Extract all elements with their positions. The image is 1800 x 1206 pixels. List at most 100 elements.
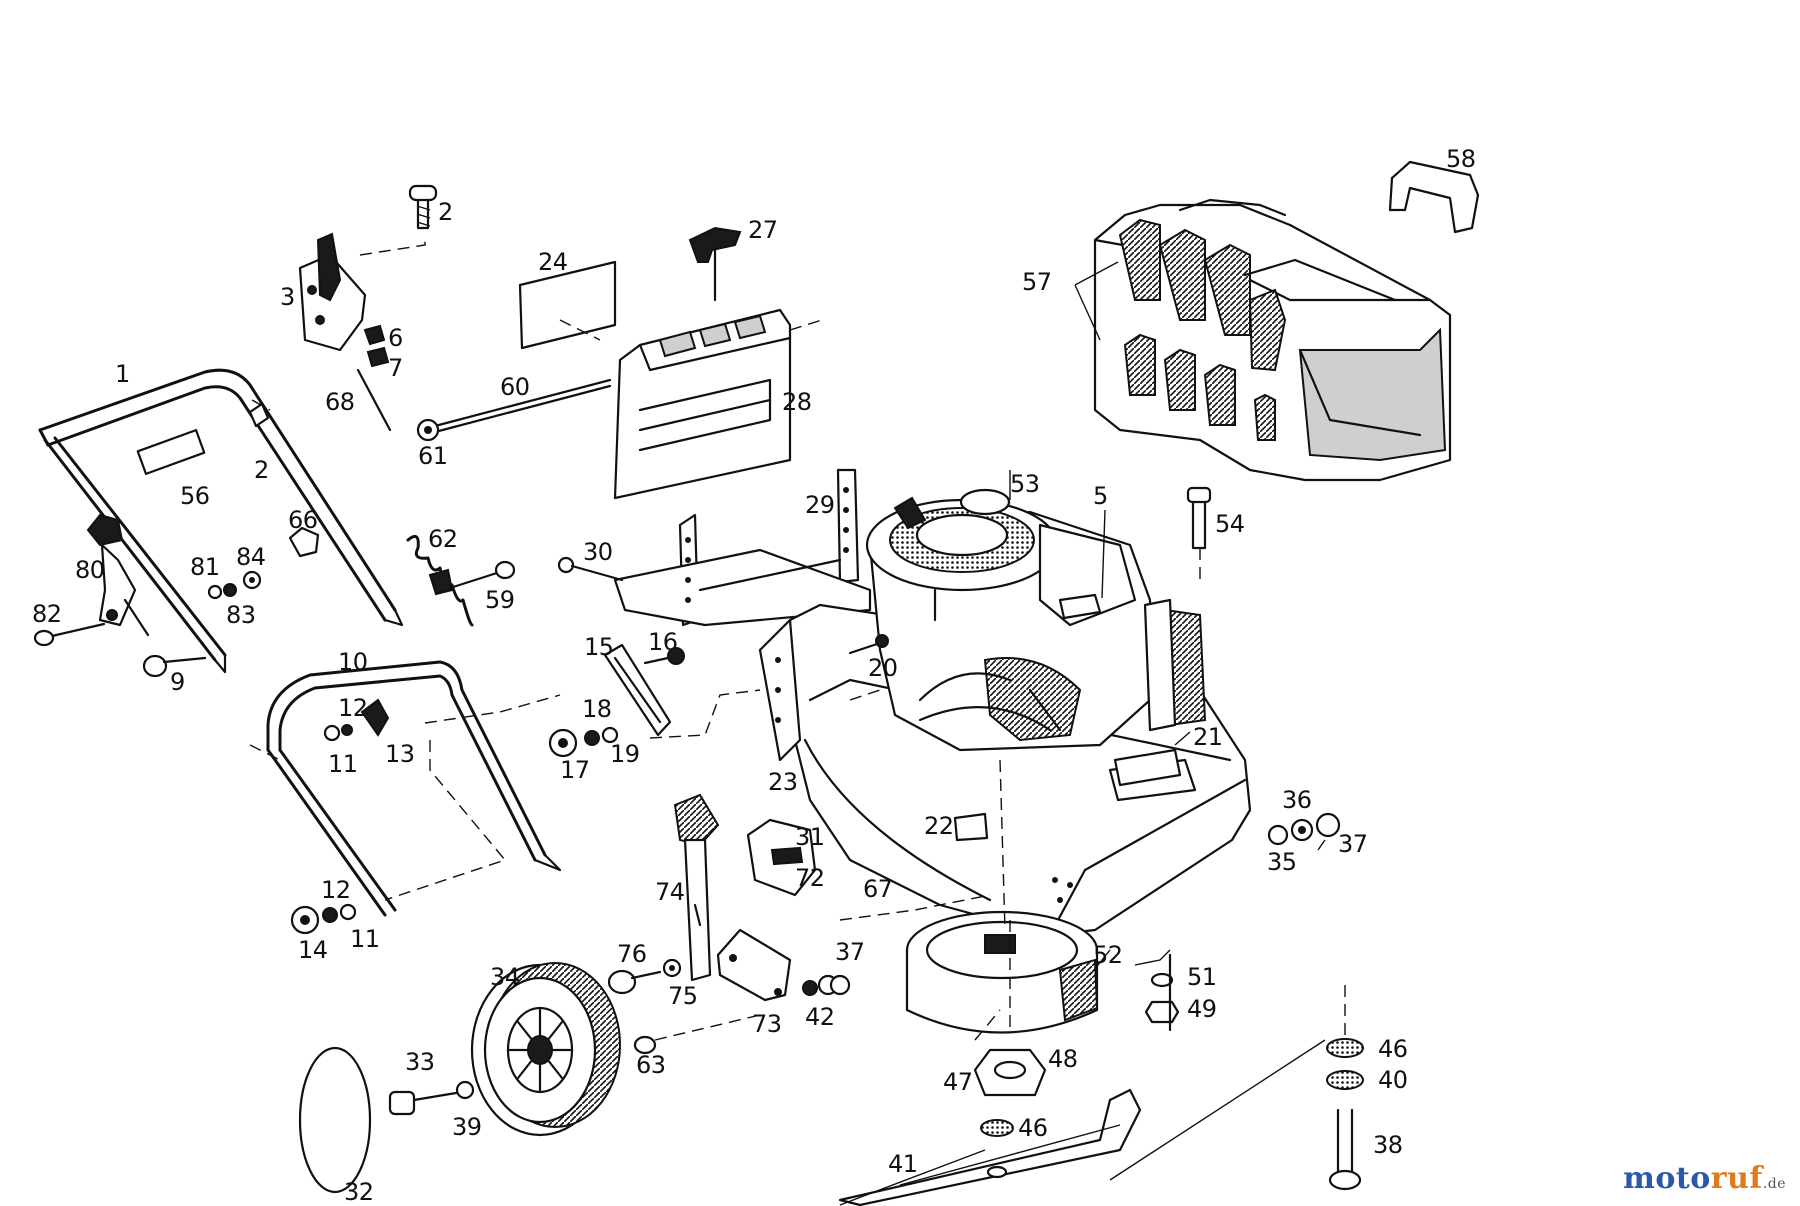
- callout-68: 68: [325, 388, 355, 416]
- callout-21: 21: [1193, 723, 1223, 751]
- callout-9: 9: [170, 668, 185, 696]
- callout-19: 19: [610, 740, 640, 768]
- callout-56: 56: [180, 482, 210, 510]
- callout-72: 72: [795, 864, 825, 892]
- wheel-34: [470, 962, 621, 1137]
- callout-12: 12: [338, 694, 368, 722]
- nut-14-washers-11-12-lower: [290, 903, 357, 935]
- leader-lines: [649, 261, 1326, 1206]
- callout-36: 36: [1282, 786, 1312, 814]
- callout-37: 37: [1338, 830, 1368, 858]
- callout-67: 67: [863, 875, 893, 903]
- screw-20: [848, 634, 889, 655]
- clip-13: [360, 698, 390, 737]
- callout-75: 75: [668, 982, 698, 1010]
- callout-83: 83: [226, 601, 256, 629]
- callout-33: 33: [405, 1048, 435, 1076]
- callout-46: 46: [1018, 1114, 1048, 1142]
- blade-hub-47: [973, 1048, 1047, 1097]
- callout-38: 38: [1373, 1131, 1403, 1159]
- callout-11: 11: [350, 925, 380, 953]
- callout-41: 41: [888, 1150, 918, 1178]
- washers-42-nut-37: [802, 974, 851, 996]
- axle-bracket-15: [603, 643, 672, 737]
- blade-washers-46-40: [1326, 1038, 1364, 1090]
- callout-84: 84: [236, 543, 266, 571]
- blade-bolt-38: [1328, 985, 1362, 1191]
- sector-plate-72: [746, 818, 817, 897]
- callout-28: 28: [782, 388, 812, 416]
- callout-34: 34: [490, 963, 520, 991]
- callout-18: 18: [582, 695, 612, 723]
- callout-39: 39: [452, 1113, 482, 1141]
- axle-plate-73: [716, 928, 792, 1002]
- callout-20: 20: [868, 654, 898, 682]
- callout-30: 30: [583, 538, 613, 566]
- grass-catcher-57: [1093, 198, 1452, 482]
- callout-16: 16: [648, 628, 678, 656]
- callout-35: 35: [1267, 848, 1297, 876]
- callout-17: 17: [560, 756, 590, 784]
- upper-handle-1: [38, 368, 404, 674]
- callout-23: 23: [768, 768, 798, 796]
- callout-27: 27: [748, 216, 778, 244]
- callout-14: 14: [298, 936, 328, 964]
- height-lever-74: [673, 793, 720, 982]
- callout-63: 63: [636, 1051, 666, 1079]
- nut-61: [416, 418, 440, 442]
- hubcap-32: [298, 1046, 372, 1194]
- callout-3: 3: [280, 283, 295, 311]
- catcher-handle-58: [1388, 160, 1480, 234]
- callout-13: 13: [385, 740, 415, 768]
- nut-17-washers-18-19: [548, 726, 619, 758]
- nut-49-washer-51: [1144, 953, 1180, 1032]
- callout-60: 60: [500, 373, 530, 401]
- callout-42: 42: [805, 1003, 835, 1031]
- spring-62: [406, 534, 474, 627]
- callout-58: 58: [1446, 145, 1476, 173]
- clip-66: [288, 526, 320, 558]
- callout-29: 29: [805, 491, 835, 519]
- callout-31: 31: [795, 823, 825, 851]
- callout-62: 62: [428, 525, 458, 553]
- label-24: [518, 260, 617, 350]
- screw-16: [643, 647, 685, 665]
- callout-49: 49: [1187, 995, 1217, 1023]
- callout-46: 46: [1378, 1035, 1408, 1063]
- callout-47: 47: [943, 1068, 973, 1096]
- screw-30: [557, 556, 624, 582]
- callout-6: 6: [388, 324, 403, 352]
- callout-11: 11: [328, 750, 358, 778]
- small-bolt-2: [248, 402, 270, 428]
- screw-2-top: [408, 184, 438, 230]
- height-bracket-29: [613, 468, 872, 627]
- callout-15: 15: [584, 633, 614, 661]
- handle-bracket-3: [298, 232, 426, 432]
- watermark-part2: ruf: [1710, 1161, 1763, 1196]
- callout-1: 1: [115, 360, 130, 388]
- switch-lever-80: [86, 513, 150, 637]
- washers-11-12-upper: [323, 724, 353, 742]
- callout-10: 10: [338, 648, 368, 676]
- callout-2: 2: [438, 198, 453, 226]
- screw-76-washer-75: [607, 958, 682, 995]
- callout-12: 12: [321, 876, 351, 904]
- callout-80: 80: [75, 556, 105, 584]
- callout-37: 37: [835, 938, 865, 966]
- callout-57: 57: [1022, 268, 1052, 296]
- callout-2: 2: [254, 456, 269, 484]
- bolt-54: [1186, 486, 1212, 580]
- watermark-part1: moto: [1623, 1161, 1711, 1196]
- lower-handle-10: [249, 660, 562, 917]
- callout-81: 81: [190, 553, 220, 581]
- callout-74: 74: [655, 878, 685, 906]
- callout-59: 59: [485, 586, 515, 614]
- callout-40: 40: [1378, 1066, 1408, 1094]
- callout-51: 51: [1187, 963, 1217, 991]
- engine-5: [865, 488, 1207, 787]
- callout-76: 76: [617, 940, 647, 968]
- blade-adapter-52: [905, 910, 1099, 1034]
- rod-60: [433, 378, 612, 434]
- washers-81-83-84: [207, 570, 262, 600]
